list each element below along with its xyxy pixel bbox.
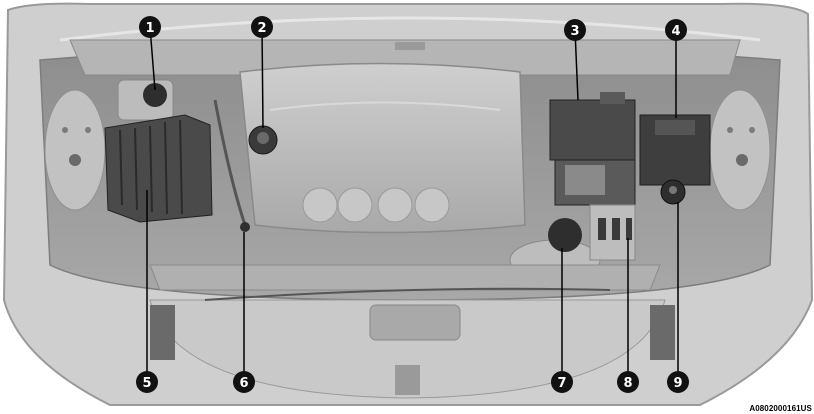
callout-6: 6 [233, 371, 255, 393]
shock-tower-left [45, 90, 105, 210]
svg-text:1: 1 [145, 21, 154, 36]
callout-7: 7 [551, 371, 573, 393]
image-code-label: A0802000161US [749, 404, 812, 413]
callout-2: 2 [251, 16, 273, 38]
svg-text:6: 6 [239, 376, 248, 391]
svg-text:7: 7 [557, 376, 566, 391]
callout-1: 1 [139, 16, 161, 38]
callout-8: 8 [617, 371, 639, 393]
svg-text:3: 3 [570, 24, 579, 39]
power-distribution-center [640, 115, 710, 185]
air-cleaner-housing [105, 115, 212, 222]
engine-cover [240, 64, 525, 233]
svg-text:5: 5 [142, 376, 151, 391]
callout-4: 4 [665, 19, 687, 41]
svg-text:4: 4 [671, 24, 680, 39]
svg-text:8: 8 [623, 376, 632, 391]
shock-tower-right [710, 90, 770, 210]
battery [550, 92, 635, 205]
coolant-reservoir-cap [118, 80, 173, 120]
callout-9: 9 [667, 371, 689, 393]
callout-5: 5 [136, 371, 158, 393]
svg-text:2: 2 [257, 21, 266, 36]
oil-fill-cap [249, 126, 277, 154]
svg-text:9: 9 [673, 376, 682, 391]
callout-3: 3 [564, 19, 586, 41]
washer-fluid-cap [661, 180, 685, 204]
